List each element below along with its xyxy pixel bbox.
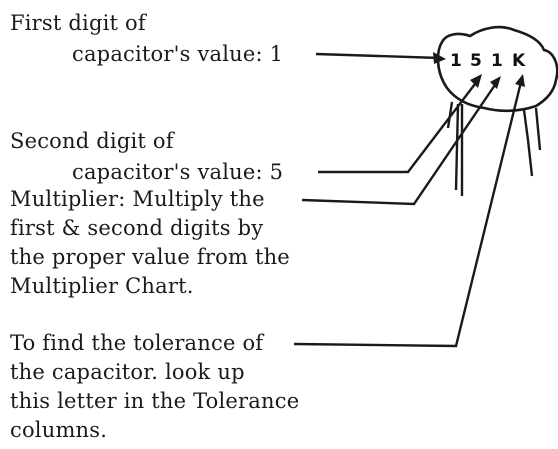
multiplier-label-line-3: the proper value from the [10, 245, 290, 269]
leader-second-digit [318, 79, 479, 174]
leader-tolerance [293, 81, 523, 348]
tolerance-label-line-3: this letter in the Tolerance [10, 389, 300, 413]
leader-multiplier [301, 81, 498, 206]
tolerance-label-line-2: the capacitor. look up [10, 360, 245, 384]
arrowhead-tolerance [515, 74, 525, 87]
tolerance-label-line-1: To find the tolerance of [10, 331, 264, 355]
capacitor-digit-2: 5 [470, 51, 482, 71]
capacitor-digit-3: 1 [491, 51, 503, 71]
multiplier-label-line-1: Multiplier: Multiply the [10, 187, 265, 211]
arrowhead-multiplier [490, 76, 501, 89]
multiplier-label-line-2: first & second digits by [10, 216, 264, 240]
second-digit-label-line-2: capacitor's value: 5 [72, 160, 284, 184]
leader-first-digit [315, 52, 441, 60]
tolerance-label-line-4: columns. [10, 418, 108, 442]
arrowhead-first-digit [433, 52, 446, 64]
first-digit-label-line-2: capacitor's value: 1 [72, 42, 284, 66]
multiplier-label-line-4: Multiplier Chart. [10, 274, 194, 298]
capacitor-lead-right [522, 107, 542, 177]
first-digit-label-line-1: First digit of [10, 11, 146, 35]
capacitor-tolerance-letter: K [512, 51, 526, 71]
second-digit-label-line-1: Second digit of [10, 129, 174, 153]
capacitor-digit-1: 1 [450, 51, 462, 71]
arrowhead-second-digit [470, 74, 482, 88]
capacitor-body [436, 25, 558, 113]
